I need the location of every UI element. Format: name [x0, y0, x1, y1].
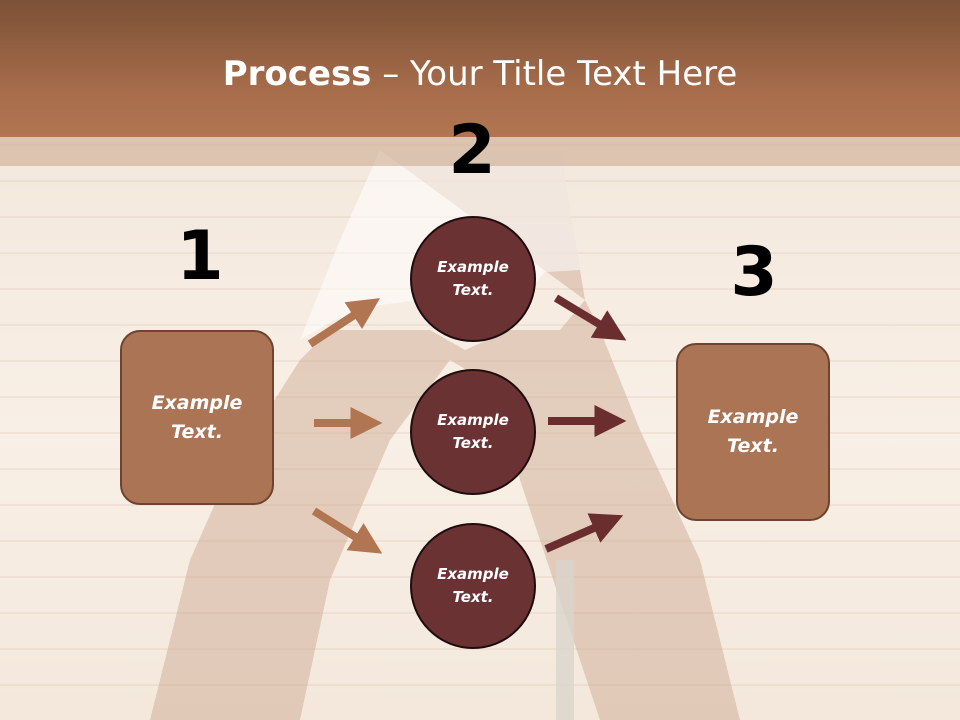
- title-rest: – Your Title Text Here: [371, 54, 738, 94]
- circle-middle: Example Text.: [410, 369, 536, 495]
- arrow-left-to-bottom: [311, 507, 383, 554]
- step-number-3: 3: [730, 233, 778, 312]
- slide-title: Process – Your Title Text Here: [0, 52, 960, 96]
- arrow-bottom-to-right: [544, 513, 624, 553]
- arrow-top-to-right: [553, 294, 627, 341]
- left-text-box: Example Text.: [120, 330, 274, 505]
- title-bold: Process: [222, 54, 372, 94]
- step-number-2: 2: [448, 111, 496, 190]
- title-bar: [0, 0, 960, 137]
- step-number-1: 1: [176, 217, 224, 296]
- right-text-box: Example Text.: [676, 343, 830, 521]
- circle-top: Example Text.: [410, 216, 536, 342]
- circle-bottom: Example Text.: [410, 523, 536, 649]
- arrow-left-to-top: [307, 298, 381, 348]
- title-bar-strip: [0, 137, 960, 166]
